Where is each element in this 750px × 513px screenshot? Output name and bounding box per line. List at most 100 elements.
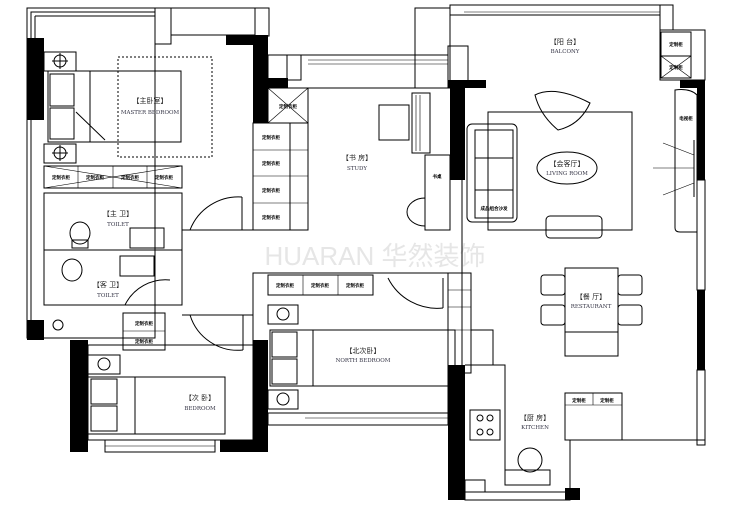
coffee-table-icon — [536, 151, 598, 185]
nightstand — [267, 304, 299, 325]
toilet-icon — [61, 258, 83, 282]
wall — [565, 488, 580, 500]
door-icon — [387, 277, 444, 309]
wall — [448, 365, 465, 500]
room-label-en: TOILET — [97, 293, 119, 299]
study: 定制衣柜 定制衣柜 定制衣柜 定制衣柜 定制衣柜 【书 房】 STUDY 书桌 — [252, 54, 451, 231]
counter — [465, 364, 506, 470]
window — [696, 369, 706, 446]
cabinet-label: 定制柜 — [669, 64, 683, 71]
bedroom: 【次 卧】 BEDROOM — [70, 340, 268, 453]
pillow-icon — [49, 107, 75, 140]
wardrobe-label: 定制衣柜 — [135, 338, 153, 345]
lamp-icon — [97, 357, 111, 371]
wall — [253, 35, 268, 123]
lamp-icon — [276, 392, 290, 406]
door-icon — [189, 314, 244, 351]
kitchen: 【厨 房】 KITCHEN 定制柜 定制柜 — [448, 364, 623, 501]
wardrobe-label: 定制衣柜 — [279, 103, 297, 110]
wall — [253, 340, 268, 452]
room-label-cn: 【会客厅】 — [550, 159, 585, 168]
window — [449, 4, 661, 16]
nightstand — [87, 354, 121, 375]
sofa-icon — [466, 123, 518, 223]
room-label-en: KITCHEN — [521, 425, 549, 431]
tv-cabinet — [674, 89, 698, 233]
window — [267, 412, 449, 426]
wall — [448, 80, 486, 88]
pillow-icon — [90, 405, 118, 432]
desk-icon — [424, 154, 451, 231]
stove-icon — [469, 409, 501, 441]
chair-icon — [540, 274, 566, 296]
cabinet — [447, 272, 472, 374]
wardrobe-label: 定制衣柜 — [262, 160, 280, 167]
rug — [487, 111, 633, 231]
pillow-icon — [271, 358, 298, 385]
person-icon — [517, 447, 543, 473]
cabinet-label: 定制柜 — [669, 41, 683, 48]
chair-icon — [617, 304, 643, 326]
door-icon — [124, 279, 171, 306]
room-label-en: RESTAURANT — [571, 304, 612, 310]
wall — [697, 290, 705, 370]
living-area: 定制柜 定制柜 【阳 台】 BALCONY 电视柜 成品组合沙发 【会客厅】 L… — [414, 4, 706, 446]
wall — [226, 35, 268, 45]
room-label-cn: 【书 房】 — [342, 153, 372, 162]
watermark: HUARAN 华然装饰 — [264, 241, 485, 271]
armchair-icon — [534, 90, 591, 131]
bed-icon — [47, 70, 182, 143]
room-label-cn: 【次 卧】 — [185, 393, 215, 402]
door-icon — [189, 196, 243, 231]
wardrobe — [252, 122, 309, 231]
wardrobe-label: 定制衣柜 — [52, 174, 70, 181]
room-label-en: MASTER BEDROOM — [121, 110, 180, 116]
pillow-icon — [49, 73, 75, 107]
window — [464, 491, 571, 501]
room-label-en: LIVING ROOM — [546, 171, 588, 177]
room-label-en: BALCONY — [551, 49, 580, 55]
nightstand — [267, 389, 299, 410]
rug — [117, 56, 213, 158]
nightstand — [43, 143, 77, 164]
wardrobe — [122, 312, 166, 351]
wardrobe-label: 定制衣柜 — [346, 282, 364, 289]
wardrobe-label: 定制衣柜 — [262, 187, 280, 194]
cabinet-label: 定制柜 — [600, 397, 614, 404]
room-label-cn: 【餐 厅】 — [576, 292, 606, 301]
wall — [70, 340, 88, 452]
wardrobe — [267, 274, 374, 296]
sink-icon — [129, 227, 165, 249]
ottoman-icon — [545, 215, 603, 239]
pillow-icon — [271, 331, 298, 358]
cabinet — [660, 55, 692, 79]
chair-icon — [406, 197, 426, 227]
pillow-icon — [90, 378, 118, 405]
wardrobe-label: 定制衣柜 — [262, 134, 280, 141]
chair-icon — [617, 274, 643, 296]
sink-icon — [504, 469, 551, 486]
wall — [697, 88, 705, 180]
cabinet — [564, 392, 623, 441]
wardrobe-label: 定制衣柜 — [276, 282, 294, 289]
wall — [450, 88, 465, 180]
bed-icon — [87, 376, 226, 435]
cabinet-label: 定制柜 — [572, 397, 586, 404]
wall — [27, 320, 44, 340]
toilet-icon — [69, 221, 91, 245]
stool-icon — [378, 104, 410, 141]
chair-icon — [540, 304, 566, 326]
wall — [268, 78, 288, 88]
lamp-icon — [52, 53, 68, 69]
wardrobe-label: 定制衣柜 — [262, 214, 280, 221]
lamp-icon — [52, 145, 68, 161]
desk-label: 书桌 — [433, 173, 442, 180]
wardrobe-label: 定制衣柜 — [86, 174, 104, 181]
dining-table-icon — [564, 267, 619, 357]
room-label-cn: 【主卧室】 — [133, 96, 168, 105]
room-label-en: TOILET — [107, 222, 129, 228]
wall — [680, 80, 705, 88]
master-bedroom: 【主卧室】 MASTER BEDROOM 定制衣柜 定制衣柜 定制衣柜 定制衣柜 — [26, 7, 270, 339]
lamp-icon — [276, 307, 290, 321]
